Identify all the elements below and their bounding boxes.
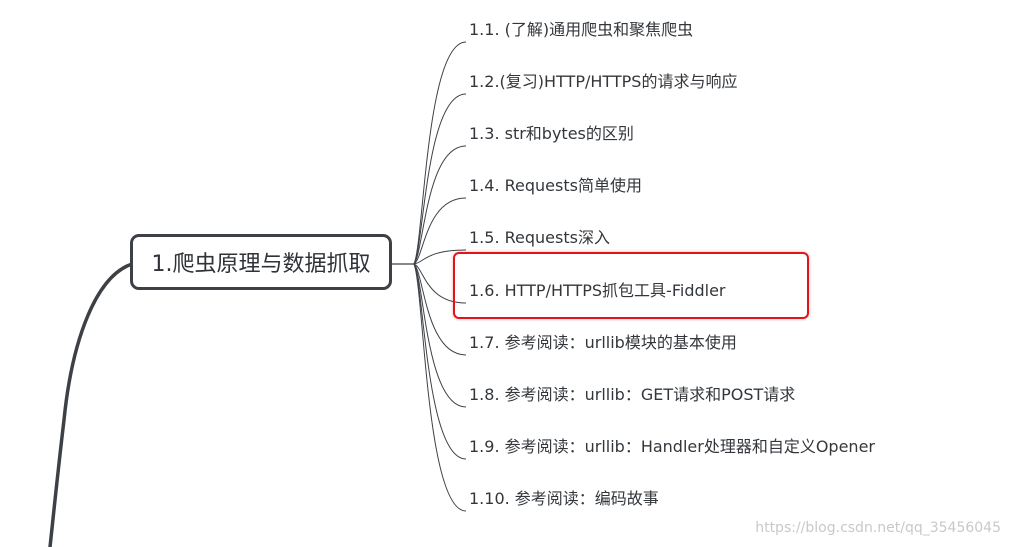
subtopic-node[interactable]: 1.9. 参考阅读：urllib：Handler处理器和自定义Opener bbox=[469, 437, 875, 456]
central-topic-node[interactable]: 1.爬虫原理与数据抓取 bbox=[130, 234, 392, 290]
subtopic-connector-line bbox=[413, 263, 467, 356]
watermark-text: https://blog.csdn.net/qq_35456045 bbox=[755, 520, 1001, 536]
subtopic-node[interactable]: 1.2.(复习)HTTP/HTTPS的请求与响应 bbox=[469, 72, 738, 91]
subtopic-node[interactable]: 1.5. Requests深入 bbox=[469, 228, 610, 247]
subtopic-connector-line bbox=[413, 93, 467, 265]
highlight-annotation-box bbox=[453, 252, 809, 319]
subtopic-connector-line bbox=[413, 197, 467, 265]
subtopic-connector-line bbox=[413, 263, 467, 460]
subtopic-connector-line bbox=[413, 263, 467, 304]
subtopic-node-highlighted[interactable]: 1.6. HTTP/HTTPS抓包工具-Fiddler bbox=[469, 281, 726, 300]
subtopic-connector-line bbox=[413, 263, 467, 408]
subtopic-node[interactable]: 1.7. 参考阅读：urllib模块的基本使用 bbox=[469, 333, 737, 352]
subtopic-node[interactable]: 1.1. (了解)通用爬虫和聚焦爬虫 bbox=[469, 20, 694, 39]
subtopic-connector-line bbox=[413, 145, 467, 265]
central-topic-label: 1.爬虫原理与数据抓取 bbox=[151, 252, 371, 277]
subtopic-node[interactable]: 1.8. 参考阅读：urllib：GET请求和POST请求 bbox=[469, 385, 796, 404]
subtopic-connector-line bbox=[413, 263, 467, 512]
subtopic-node[interactable]: 1.4. Requests简单使用 bbox=[469, 176, 642, 195]
subtopic-connector-line bbox=[413, 41, 467, 265]
parent-branch-line bbox=[48, 262, 134, 547]
subtopic-node[interactable]: 1.3. str和bytes的区别 bbox=[469, 124, 634, 143]
subtopic-node[interactable]: 1.10. 参考阅读：编码故事 bbox=[469, 489, 659, 508]
subtopic-connector-line bbox=[413, 249, 467, 265]
